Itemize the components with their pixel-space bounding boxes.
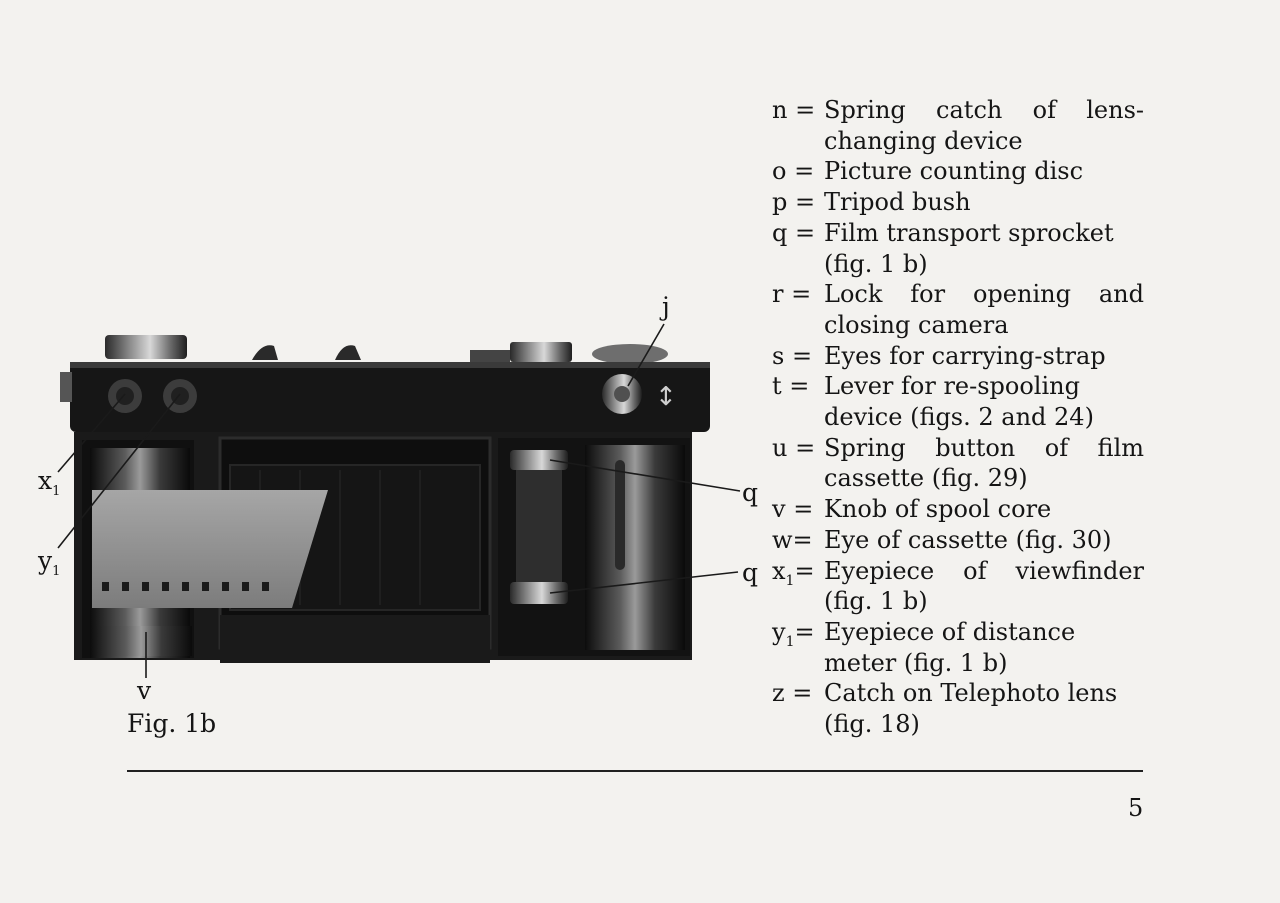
legend-item-p: p = Tripod bush bbox=[772, 188, 971, 217]
svg-text:↕: ↕ bbox=[655, 382, 677, 412]
page-number: 5 bbox=[1128, 794, 1144, 822]
legend-item-q: q = Film transport sprocket(fig. 1 b) bbox=[772, 218, 1114, 278]
callout-q-lower: q bbox=[742, 558, 759, 587]
callout-x1: x1 bbox=[38, 466, 61, 499]
horizontal-rule bbox=[127, 770, 1143, 772]
callout-j: j bbox=[662, 292, 670, 321]
legend-item-w: w= Eye of cassette (fig. 30) bbox=[772, 525, 1112, 554]
figure-caption: Fig. 1b bbox=[127, 709, 217, 738]
legend-item-x1: x1= Eyepiece of viewfinder(fig. 1 b) bbox=[772, 556, 1144, 616]
legend-item-n: n = Spring catch of lens-changing device bbox=[772, 96, 1144, 155]
camera-photo: ↕ bbox=[57, 323, 741, 678]
legend-item-z: z = Catch on Telephoto lens(fig. 18) bbox=[772, 679, 1118, 739]
legend-item-o: o = Picture counting disc bbox=[772, 157, 1084, 186]
callout-v: v bbox=[137, 676, 152, 705]
camera-rear-illustration: ↕ bbox=[30, 290, 770, 710]
legend-list: n = Spring catch of lens-changing device… bbox=[772, 95, 1144, 740]
callout-y1: y1 bbox=[38, 546, 61, 579]
legend-item-v: v = Knob of spool core bbox=[772, 495, 1052, 524]
callout-q-upper: q bbox=[742, 478, 759, 507]
legend-item-s: s = Eyes for carrying-strap bbox=[772, 341, 1106, 370]
